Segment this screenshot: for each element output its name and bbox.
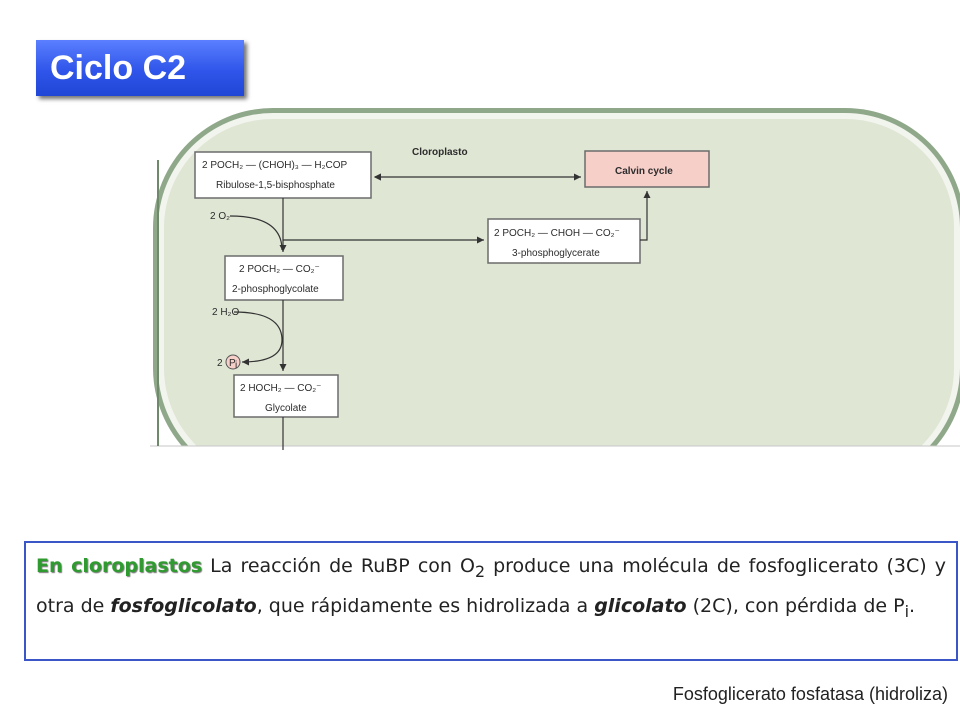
calvin-cycle-label: Calvin cycle	[615, 166, 673, 177]
o2-label: 2 O₂	[210, 211, 230, 222]
pi-subscript: i	[235, 360, 237, 371]
rubp-formula: 2 POCH₂ — (CHOH)₃ — H₂COP	[202, 160, 348, 171]
description-sub-2: i	[904, 601, 910, 621]
rubp-box	[194, 151, 372, 199]
description-text-4: , que rápidamente es hidrolizada a	[256, 594, 595, 617]
phosphoglycolate-name: 2-phosphoglycolate	[232, 284, 319, 295]
description-text-2: produce una molécula de fosfoglicerato (…	[36, 555, 946, 617]
pi-output-arrow	[241, 339, 283, 366]
description-highlight: En cloroplastos	[36, 555, 203, 577]
glycolate-formula: 2 HOCH₂ — CO₂⁻	[240, 383, 321, 394]
description-phosphoglycolate: fosfoglicolato	[110, 594, 257, 617]
description-sub-1: 2	[474, 561, 486, 581]
pga-to-calvin-arrow	[640, 191, 651, 241]
pga-box	[487, 218, 641, 264]
pi-symbol: P	[229, 358, 236, 369]
description-text-6: (2C), con pérdida de P	[686, 594, 905, 617]
description-glycolate: glicolato	[594, 594, 687, 617]
o2-input-arrow	[229, 215, 283, 251]
description-text-7: .	[909, 594, 916, 617]
phosphoglycolate-box	[224, 255, 344, 301]
phosphoglycolate-formula: 2 POCH₂ — CO₂⁻	[239, 264, 320, 275]
calvin-cycle-box	[584, 150, 710, 188]
pga-name: 3-phosphoglycerate	[512, 248, 600, 259]
h2o-input-arrow	[233, 311, 283, 341]
glycolate-name: Glycolate	[265, 403, 307, 414]
title-banner: Ciclo C2	[36, 40, 244, 96]
rubp-name: Ribulose-1,5-bisphosphate	[216, 180, 335, 191]
chloroplast-stroma	[164, 119, 954, 460]
description-box: En cloroplastos La reacción de RuBP con …	[24, 541, 958, 661]
footer-caption: Fosfoglicerato fosfatasa (hidroliza)	[672, 684, 948, 704]
h2o-label: 2 H₂O	[212, 307, 239, 318]
slide-title: Ciclo C2	[50, 48, 187, 87]
glycolate-box	[233, 374, 339, 418]
chloroplast-diagram: Cloroplasto 2 POCH₂ — (CHOH)₃ — H₂COP Ri…	[150, 100, 960, 460]
pi-circle-icon	[225, 354, 241, 370]
description-text-1: La reacción de RuBP con O	[202, 555, 475, 577]
diagram-bottom-cut	[150, 446, 960, 460]
pi-coefficient: 2	[217, 358, 223, 369]
compartment-label: Cloroplasto	[412, 147, 468, 158]
pga-formula: 2 POCH₂ — CHOH — CO₂⁻	[494, 228, 620, 239]
